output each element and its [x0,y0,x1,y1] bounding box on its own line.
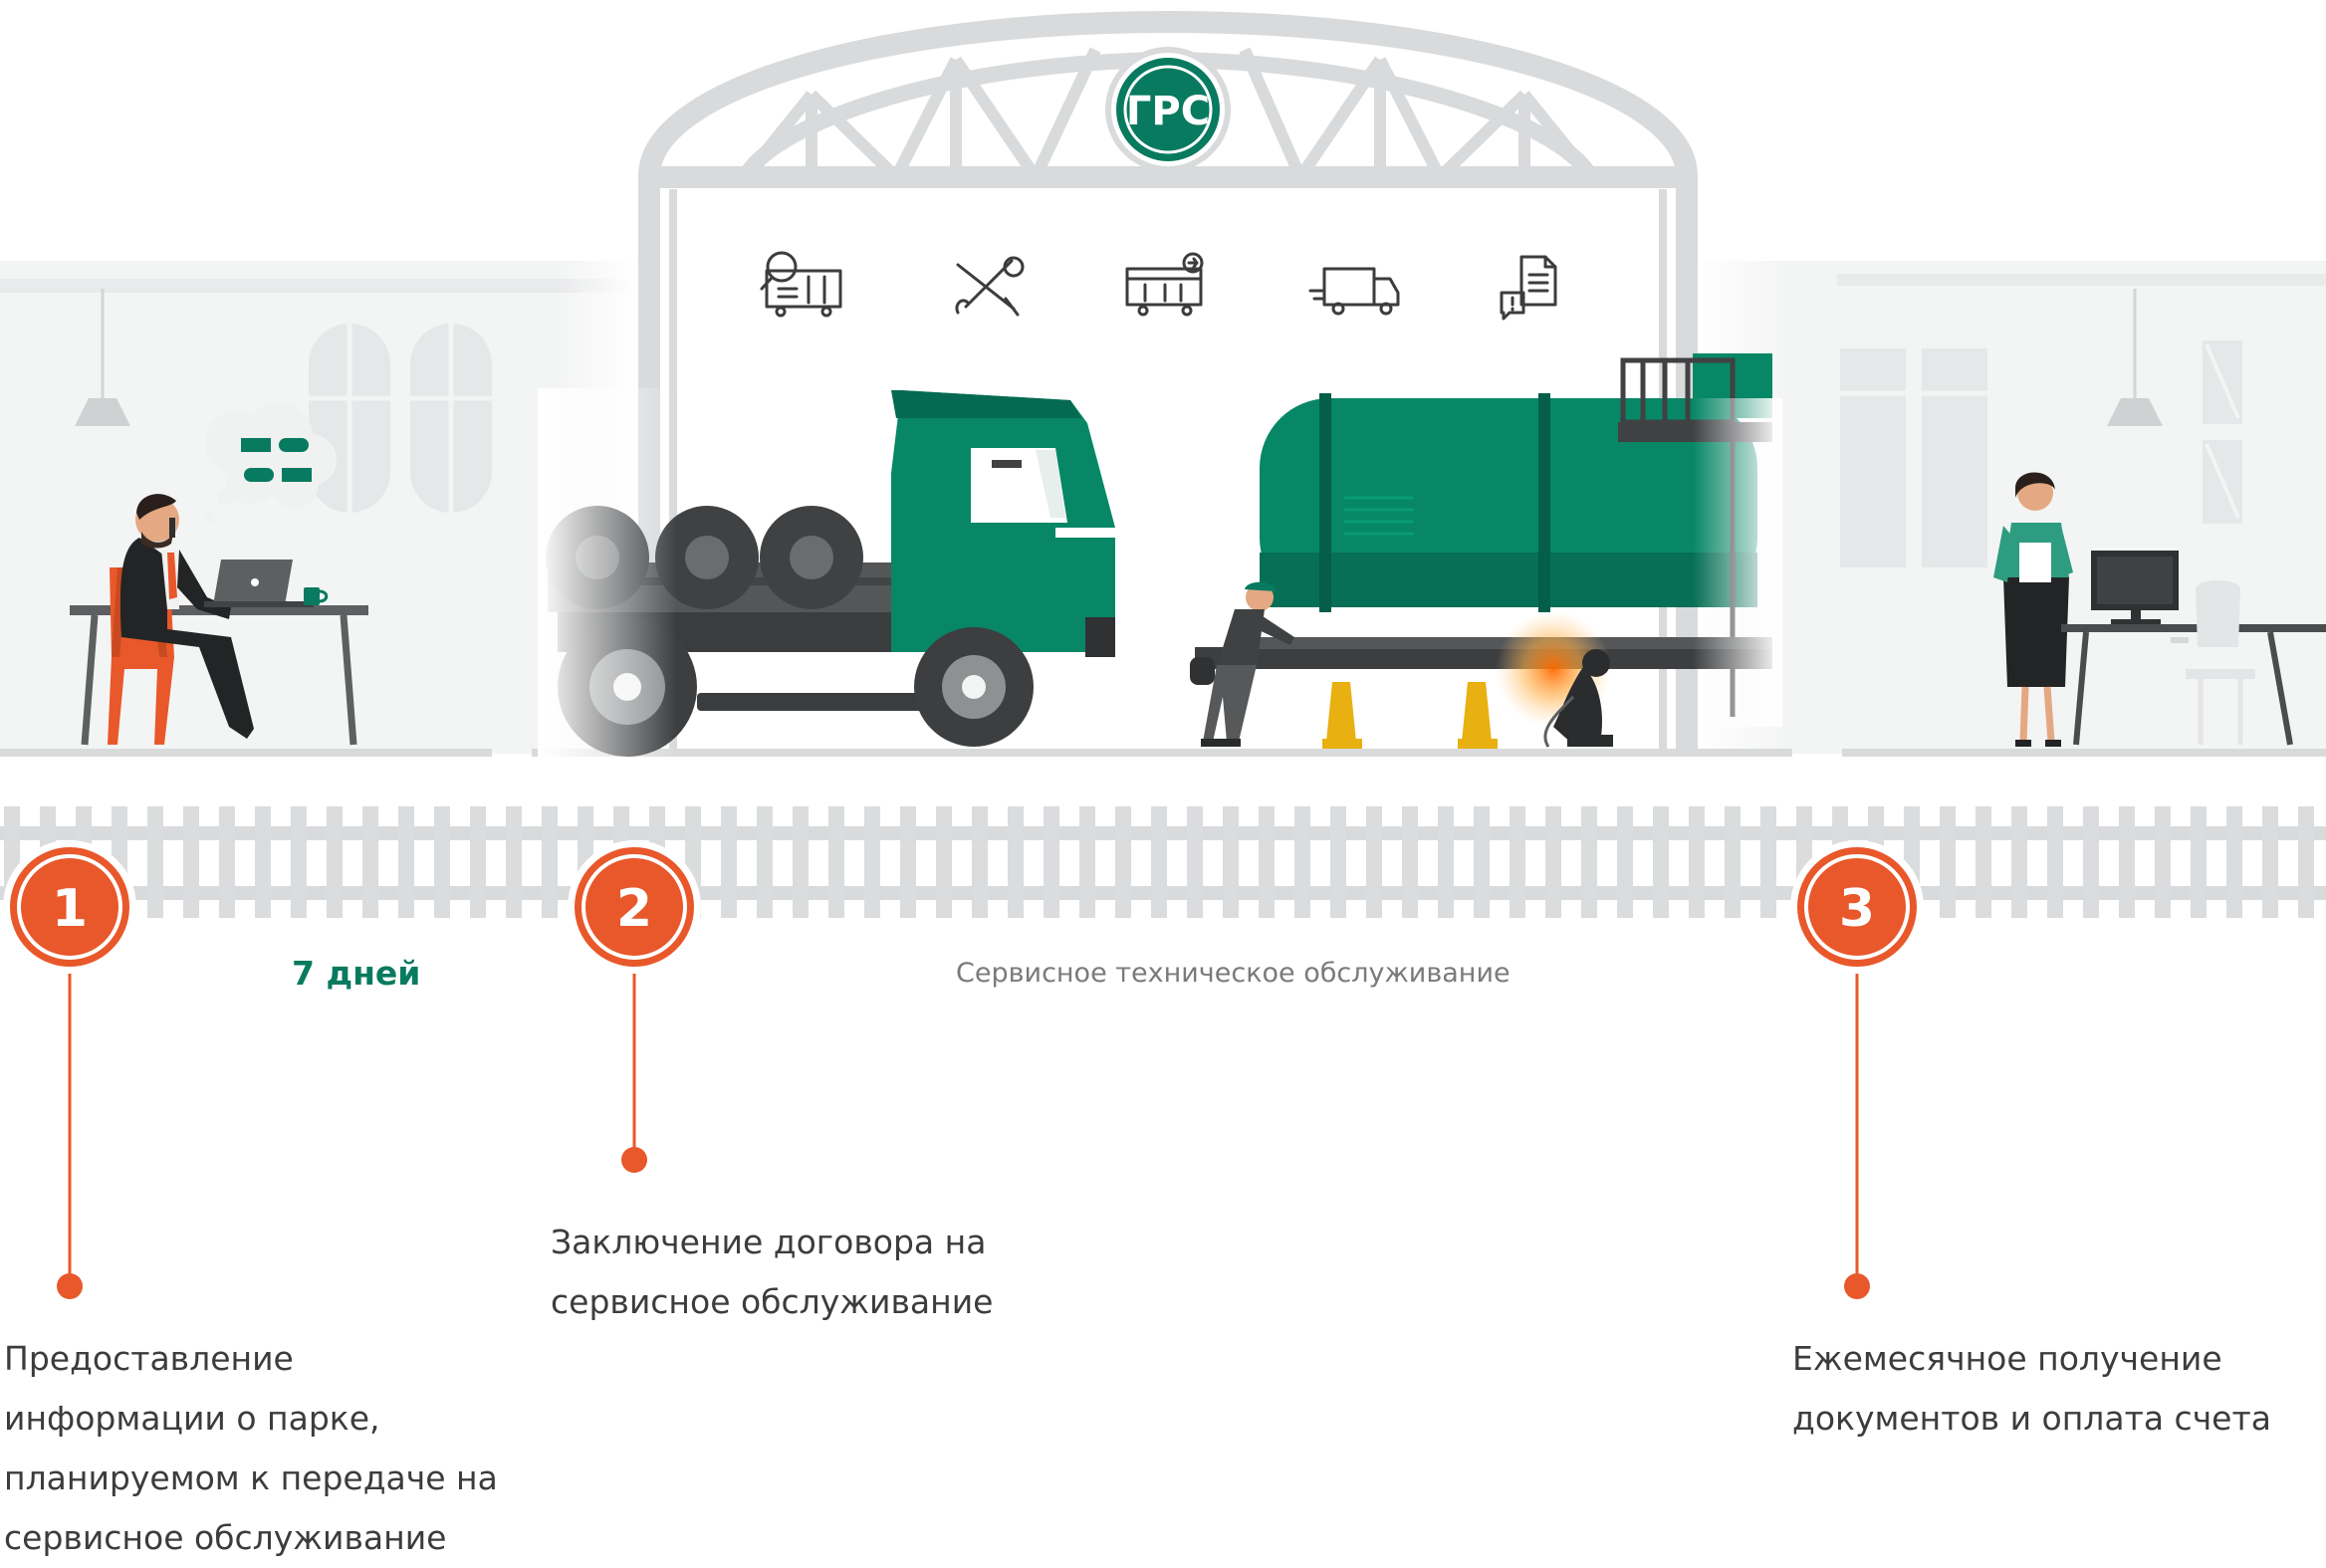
track-sleeper [1223,806,1239,918]
track-sleeper [327,806,343,918]
track-sleeper [1008,806,1024,918]
track-sleeper [1151,806,1167,918]
company-logo: ГРС [1105,47,1231,172]
step-number-1: 1 [52,879,88,939]
track-sleeper [2011,806,2027,918]
track-sleeper [434,806,450,918]
track-sleeper [1044,806,1059,918]
track-sleeper [1545,806,1561,918]
wagon-arrow-icon [1125,252,1204,317]
track-sleeper [1474,806,1490,918]
track-sleeper [828,806,844,918]
track-sleeper [900,806,916,918]
track-sleeper [255,806,271,918]
truck-with-wheels [538,388,1115,757]
tank-wagon [1190,353,1782,749]
track-sleeper [2226,806,2242,918]
step-2-description: Заключение договора на сервисное обслужи… [551,1223,994,1321]
track-sleeper [2155,806,2171,918]
track-sleeper [470,806,486,918]
wrench-screwdriver-icon [955,256,1025,317]
right-workstation [2061,551,2326,746]
track-sleeper [757,806,773,918]
track-sleeper [291,806,307,918]
track-sleeper [2191,806,2207,918]
delivery-truck-icon [1308,267,1400,316]
step-number-2: 2 [616,879,652,939]
floor-lines [0,749,2326,757]
track-sleeper [542,806,558,918]
track-sleeper [1510,806,1525,918]
track-sleeper [219,806,235,918]
step-marker-2: 2 [568,840,701,974]
track-sleeper [398,806,414,918]
welder-with-sparks [1496,611,1613,748]
track-sleeper [1976,806,1991,918]
step-3-description: Ежемесячное получение документов и оплат… [1792,1339,2271,1438]
track-sleeper [1115,806,1131,918]
track-sleeper [2119,806,2135,918]
track-sleeper [1187,806,1203,918]
duration-label: 7 дней [292,954,421,993]
track-sleeper [1402,806,1418,918]
track-sleeper [1438,806,1454,918]
mechanic-standing [1201,581,1294,747]
service-label: Сервисное техническое обслуживание [956,958,1511,989]
track-sleeper [362,806,378,918]
manager-at-desk [70,494,368,746]
track-sleeper [1366,806,1382,918]
track-sleeper [972,806,988,918]
track-sleeper [1330,806,1346,918]
track-sleeper [1653,806,1669,918]
track-sleeper [1760,806,1776,918]
search-wagon-icon [760,251,842,318]
woman-with-tablet [1993,472,2073,747]
track-sleeper [2083,806,2099,918]
track-sleeper [1617,806,1633,918]
track-sleeper [936,806,952,918]
thought-bubble [204,402,337,523]
track-sleeper [2262,806,2278,918]
track-sleeper [2298,806,2314,918]
track-sleeper [721,806,737,918]
track-sleeper [1725,806,1741,918]
step-1-description: Предоставление информации о парке, плани… [4,1339,498,1557]
track-sleeper [2047,806,2063,918]
process-icons [760,251,1557,321]
track-sleeper [1259,806,1275,918]
document-alert-icon [1500,255,1557,321]
step-marker-1: 1 [3,840,136,974]
track-sleeper [1079,806,1095,918]
track-sleeper [864,806,880,918]
track-sleeper [506,806,522,918]
step-marker-3: 3 [1790,840,1924,974]
step-number-3: 3 [1839,879,1875,939]
railway-track [0,806,2326,918]
track-sleeper [793,806,809,918]
track-sleeper [1581,806,1597,918]
track-sleeper [1689,806,1705,918]
track-sleeper [183,806,199,918]
track-sleeper [147,806,163,918]
track-sleeper [1940,806,1956,918]
track-sleeper [1294,806,1310,918]
timeline-connectors [57,974,1870,1299]
logo-text: ГРС [1126,89,1210,134]
